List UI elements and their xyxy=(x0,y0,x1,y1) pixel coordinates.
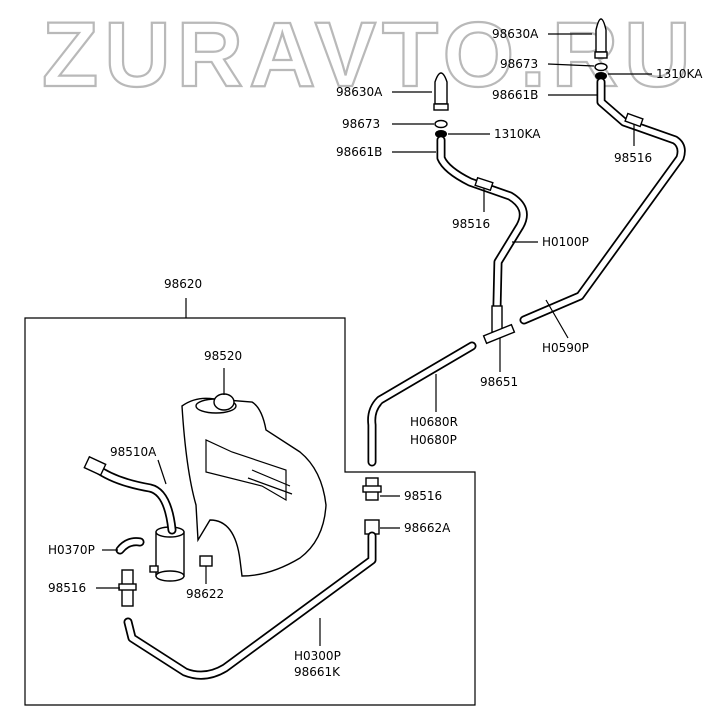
label-packing-right: 98673 xyxy=(500,57,538,71)
label-nut-left: 1310KA xyxy=(494,127,541,141)
grommet xyxy=(199,555,213,567)
reservoir-cap xyxy=(195,393,237,414)
label-reservoir-assy: 98620 xyxy=(164,277,202,291)
label-nozzle-left: 98630A xyxy=(336,85,383,99)
washer-motor xyxy=(149,526,185,582)
label-nozzle-right: 98630A xyxy=(492,27,539,41)
label-cap: 98520 xyxy=(204,349,242,363)
label-joint-right: 98516 xyxy=(614,151,652,165)
label-hose-short: H0370P xyxy=(48,543,95,557)
label-hose-right: H0590P xyxy=(542,341,589,355)
motor-connector xyxy=(83,455,107,477)
nozzle-left xyxy=(433,72,449,138)
label-packing-left: 98673 xyxy=(342,117,380,131)
joint-mid xyxy=(362,477,382,501)
label-elbow-right: 98661B xyxy=(492,88,538,102)
nozzle-right xyxy=(594,18,608,80)
label-hose-main-p: H0680P xyxy=(410,433,457,447)
label-joint-left: 98516 xyxy=(452,217,490,231)
watermark-text: ZURAVTO.RU xyxy=(42,4,697,106)
tee-connector xyxy=(482,305,516,345)
reservoir-assembly-frame xyxy=(24,317,476,706)
label-joint-low: 98516 xyxy=(48,581,86,595)
label-motor: 98510A xyxy=(110,445,157,459)
label-joint-mid: 98516 xyxy=(404,489,442,503)
label-hose-main-r: H0680R xyxy=(410,415,458,429)
label-tee: 98651 xyxy=(480,375,518,389)
label-elbow-left: 98661B xyxy=(336,145,382,159)
label-nut-right: 1310KA xyxy=(656,67,703,81)
reservoir-tank xyxy=(181,397,327,577)
joint-right xyxy=(624,112,644,128)
joint-low xyxy=(118,569,137,607)
label-hose-left: H0100P xyxy=(542,235,589,249)
joint-left xyxy=(474,176,494,192)
hose-right-path xyxy=(519,77,686,325)
reservoir-cutout xyxy=(205,439,287,502)
label-grommet: 98622 xyxy=(186,587,224,601)
label-connector: 98662A xyxy=(404,521,451,535)
label-hose-bottom: H0300P xyxy=(294,649,341,663)
label-clip-bottom: 98661K xyxy=(294,665,341,679)
